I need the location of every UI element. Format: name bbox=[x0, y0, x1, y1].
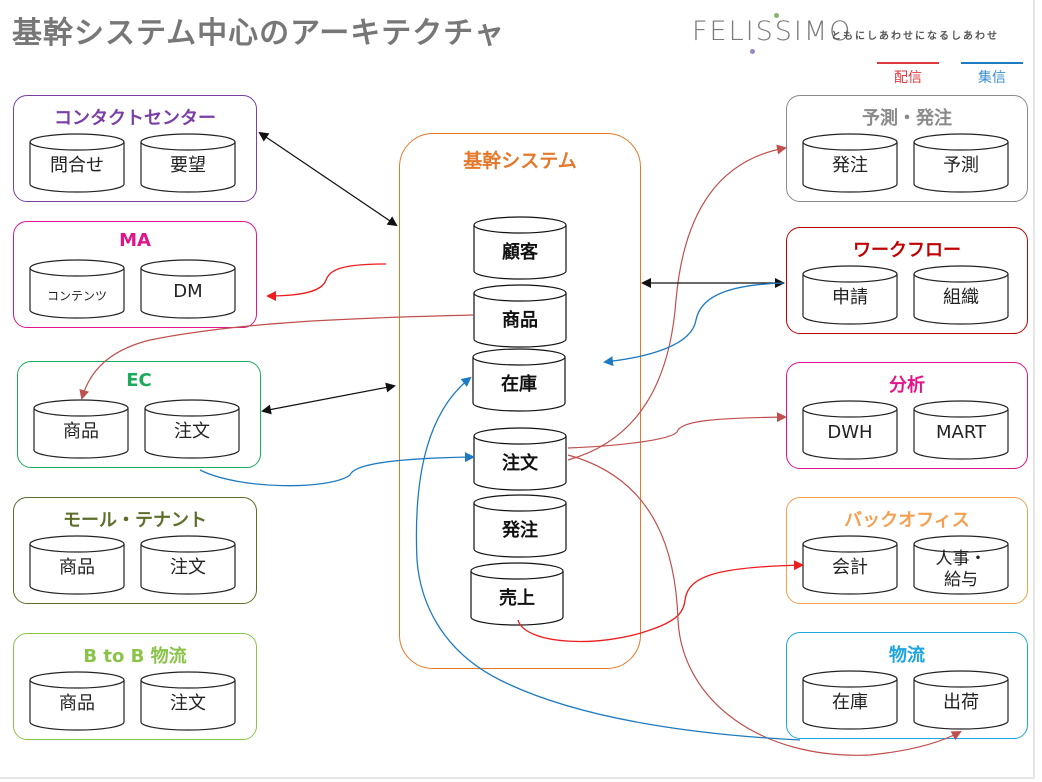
legend-deliver-label: 配信 bbox=[894, 70, 922, 86]
data-store-label: DM bbox=[173, 281, 203, 302]
core-data-store[interactable]: 在庫 bbox=[472, 348, 566, 412]
data-store[interactable]: 会計 bbox=[802, 535, 898, 595]
left-group-title: B to B 物流 bbox=[83, 646, 187, 667]
data-store-label: 商品 bbox=[59, 693, 95, 714]
right-group-title: 物流 bbox=[889, 645, 925, 666]
data-store[interactable]: 注文 bbox=[140, 535, 236, 595]
flow-core-ma bbox=[266, 263, 387, 301]
data-store-label: 在庫 bbox=[832, 692, 868, 713]
data-store[interactable]: DM bbox=[140, 259, 236, 319]
core-system-title: 基幹システム bbox=[463, 150, 577, 172]
legend-collect-label: 集信 bbox=[978, 70, 1006, 86]
data-store-label: 出荷 bbox=[943, 692, 979, 713]
data-store-label: 会計 bbox=[832, 557, 868, 578]
left-group[interactable]: B to B 物流 bbox=[13, 633, 257, 740]
left-group[interactable]: モール・テナント bbox=[13, 497, 257, 604]
data-store[interactable]: 商品 bbox=[33, 399, 129, 459]
left-group-title: モール・テナント bbox=[63, 510, 207, 531]
brand-logo: FELISSIMO bbox=[692, 13, 853, 54]
right-group-title: バックオフィス bbox=[844, 510, 970, 531]
logo-dot-green bbox=[774, 13, 779, 18]
data-store-label: 問合せ bbox=[50, 155, 104, 176]
data-store-label: 組織 bbox=[943, 287, 979, 308]
left-group-title: EC bbox=[126, 370, 152, 391]
data-store-label: 商品 bbox=[59, 557, 95, 578]
core-data-store-label: 注文 bbox=[502, 453, 538, 474]
data-store-label: コンテンツ bbox=[46, 289, 107, 303]
data-store-label: DWH bbox=[827, 422, 873, 443]
brand-tagline: ともにしあわせになるしあわせ bbox=[831, 31, 999, 42]
logo-dot-purple bbox=[750, 49, 755, 54]
brand-name: FELISSIMO bbox=[692, 16, 853, 47]
data-store[interactable]: 注文 bbox=[144, 399, 240, 459]
data-store[interactable]: 出荷 bbox=[913, 670, 1009, 730]
data-store-label: 要望 bbox=[170, 155, 206, 176]
data-store[interactable]: 問合せ bbox=[29, 133, 125, 193]
right-group-title: ワークフロー bbox=[853, 240, 961, 261]
core-data-store[interactable]: 売上 bbox=[470, 562, 564, 626]
left-group-title: MA bbox=[119, 230, 151, 251]
core-data-store-label: 在庫 bbox=[501, 374, 537, 395]
right-group-title: 分析 bbox=[889, 375, 925, 396]
legend-collect: 集信 bbox=[961, 62, 1023, 87]
data-store[interactable]: 予測 bbox=[913, 133, 1009, 193]
data-store[interactable]: 申請 bbox=[802, 265, 898, 325]
core-data-store[interactable]: 発注 bbox=[473, 494, 567, 558]
data-store-label: MART bbox=[935, 422, 987, 443]
data-store[interactable]: 発注 bbox=[802, 133, 898, 193]
legend-collect-line bbox=[961, 62, 1023, 64]
data-store[interactable]: MART bbox=[913, 400, 1009, 460]
data-store[interactable]: 要望 bbox=[140, 133, 236, 193]
legend-deliver-line bbox=[877, 62, 939, 64]
data-store[interactable]: 商品 bbox=[29, 535, 125, 595]
data-store-label: 注文 bbox=[174, 421, 210, 442]
flow-ec-core bbox=[261, 382, 396, 415]
left-group-title: コンタクトセンター bbox=[54, 108, 216, 129]
left-group[interactable]: コンタクトセンター bbox=[13, 95, 257, 202]
core-data-store[interactable]: 注文 bbox=[473, 427, 567, 491]
core-data-store-label: 商品 bbox=[502, 310, 538, 331]
core-data-store-label: 売上 bbox=[499, 588, 535, 609]
core-data-store[interactable]: 顧客 bbox=[473, 216, 567, 280]
legend-deliver: 配信 bbox=[877, 62, 939, 87]
data-store[interactable]: 在庫 bbox=[802, 670, 898, 730]
core-data-store-label: 発注 bbox=[502, 520, 538, 541]
data-store-label: 申請 bbox=[832, 287, 868, 308]
flow-contact-core bbox=[258, 131, 398, 227]
data-store-label: 注文 bbox=[170, 557, 206, 578]
core-data-store-label: 顧客 bbox=[502, 242, 538, 263]
right-group-title: 予測・発注 bbox=[862, 108, 952, 129]
data-store[interactable]: コンテンツ bbox=[29, 259, 125, 319]
data-store[interactable]: 組織 bbox=[913, 265, 1009, 325]
page-title: 基幹システム中心のアーキテクチャ bbox=[12, 16, 505, 51]
data-store-label: 発注 bbox=[832, 155, 868, 176]
data-store-label: 商品 bbox=[63, 421, 99, 442]
data-store[interactable]: 注文 bbox=[140, 671, 236, 731]
data-store-label: 予測 bbox=[943, 155, 979, 176]
data-store[interactable]: 商品 bbox=[29, 671, 125, 731]
data-store[interactable]: 人事・ 給与 bbox=[913, 535, 1009, 595]
data-store-label: 人事・ 給与 bbox=[935, 549, 987, 590]
data-store[interactable]: DWH bbox=[802, 400, 898, 460]
right-group[interactable]: ワークフロー bbox=[786, 227, 1028, 334]
data-store-label: 注文 bbox=[170, 693, 206, 714]
core-data-store[interactable]: 商品 bbox=[473, 284, 567, 348]
